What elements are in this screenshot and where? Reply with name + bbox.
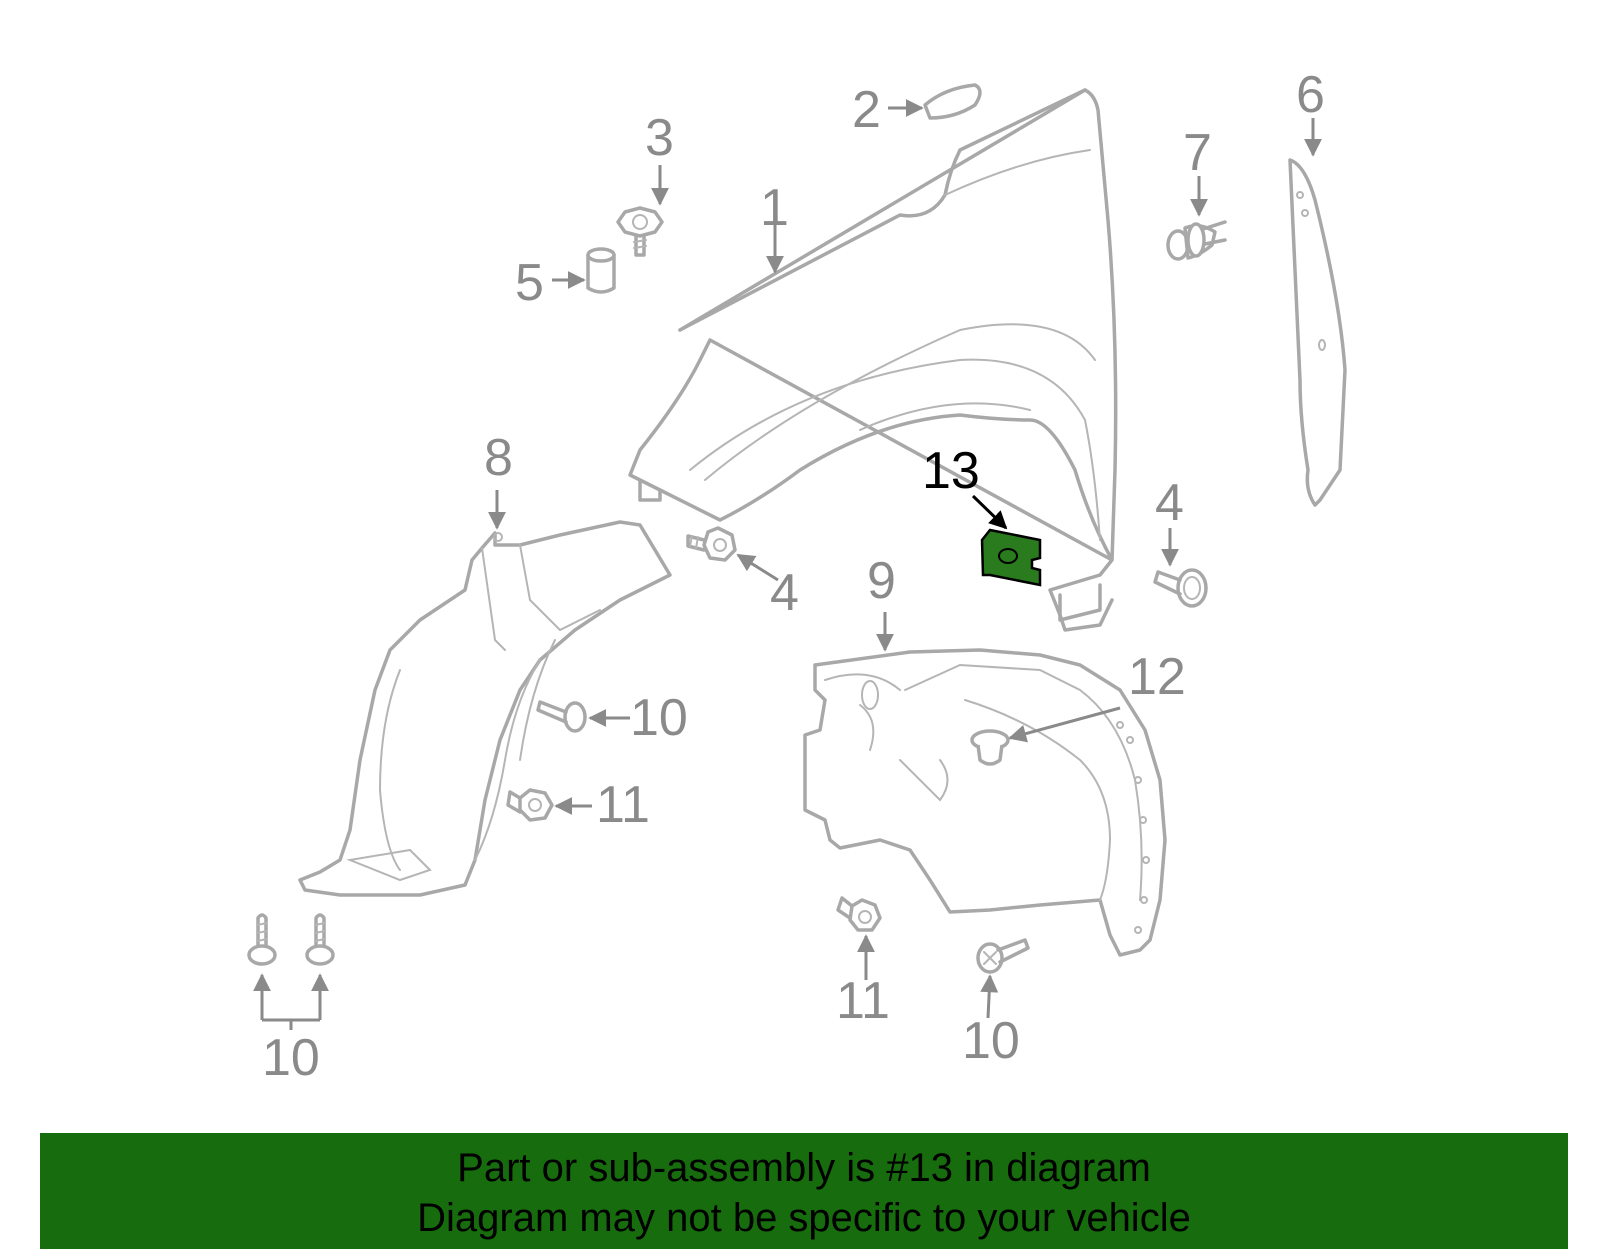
callout-3: 3	[645, 109, 674, 167]
cap-part-2	[923, 83, 982, 120]
clip-part-7	[1166, 220, 1227, 261]
screw-part-4-left	[686, 526, 737, 562]
screw-part-10-a	[536, 700, 587, 733]
callout-11-b: 11	[836, 972, 890, 1030]
callout-10-b: 10	[262, 1029, 320, 1087]
callout-12: 12	[1128, 648, 1186, 706]
callout-5: 5	[515, 254, 544, 312]
callout-9: 9	[867, 552, 896, 610]
pin-part-12	[970, 729, 1010, 766]
callout-13-highlighted: 13	[922, 442, 980, 500]
screw-part-4-right	[1153, 568, 1208, 608]
info-banner: Part or sub-assembly is #13 in diagram D…	[40, 1133, 1568, 1249]
callout-8: 8	[484, 429, 513, 487]
callout-10-a: 10	[630, 689, 688, 747]
spacer-part-5	[586, 247, 616, 294]
callout-11-a: 11	[596, 776, 650, 834]
bolt-part-3	[616, 206, 664, 257]
leader-lines	[253, 99, 1322, 1030]
callout-7: 7	[1183, 124, 1212, 182]
bolt-part-11-a	[506, 788, 554, 822]
callout-4-left: 4	[770, 564, 799, 622]
callout-4-right: 4	[1155, 474, 1184, 532]
liner-part-8	[298, 520, 672, 897]
callout-10-d: 10	[962, 1012, 1020, 1070]
callout-6: 6	[1296, 66, 1325, 124]
callout-2: 2	[852, 81, 881, 139]
screw-part-10-c	[305, 913, 335, 966]
banner-line-disclaimer: Diagram may not be specific to your vehi…	[417, 1196, 1191, 1240]
clip-part-13-highlighted	[980, 528, 1042, 587]
callout-1: 1	[760, 179, 789, 237]
screw-part-10-b	[247, 913, 277, 966]
liner-part-9	[803, 648, 1167, 957]
screw-part-10-d	[976, 938, 1030, 974]
banner-line-part: Part or sub-assembly is #13 in diagram	[457, 1146, 1151, 1190]
fender-part-1	[628, 88, 1118, 632]
seal-part-6	[1288, 158, 1347, 507]
bolt-part-11-b	[836, 896, 882, 932]
